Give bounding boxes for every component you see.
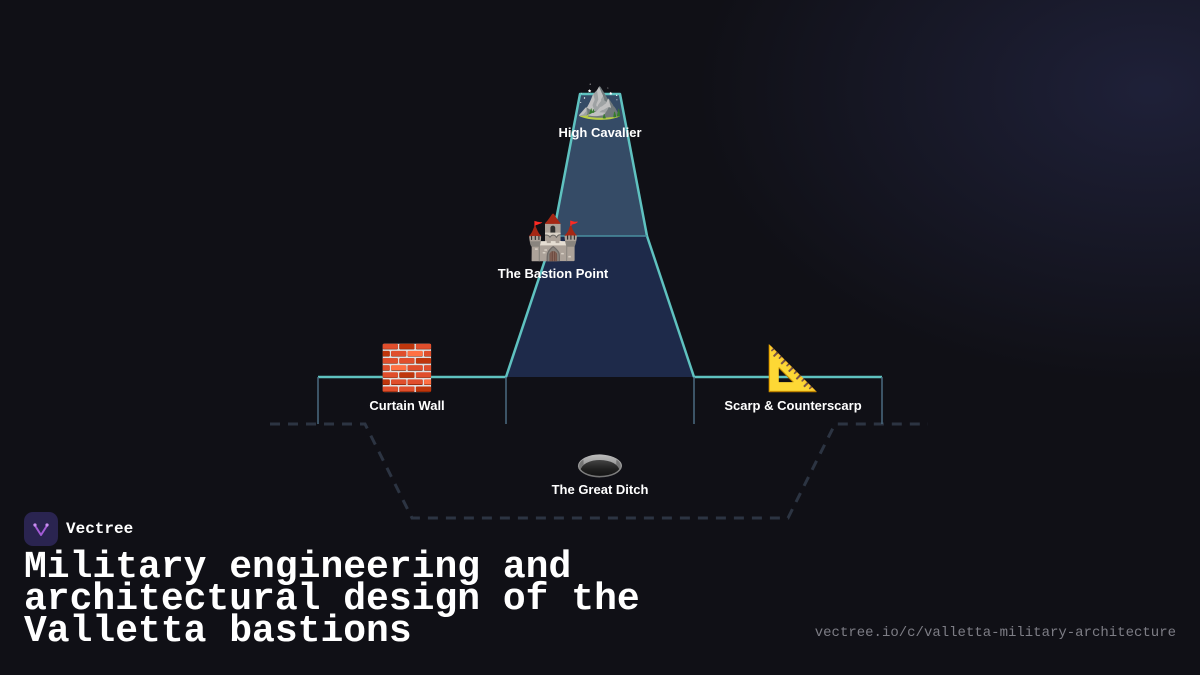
brick-icon: 🧱 [379, 343, 435, 394]
bastion-outline [318, 92, 882, 379]
bastion-lower-section [506, 236, 694, 377]
node-label-curtain-wall: Curtain Wall [369, 398, 445, 413]
source-url[interactable]: vectree.io/c/valletta-military-architect… [814, 625, 1176, 641]
node-label-high-cavalier: High Cavalier [558, 125, 642, 140]
brand-name: Vectree [66, 520, 134, 538]
vectree-logo-icon [24, 512, 58, 546]
castle-icon: 🏰 [525, 212, 581, 263]
ditch-outline [270, 422, 928, 520]
hole-icon: 🕳️ [575, 437, 625, 483]
page-title: Military engineering and architectural d… [24, 546, 640, 653]
mountain-icon: ⛰️ [576, 77, 624, 121]
brand: Vectree [24, 512, 133, 546]
node-label-great-ditch: The Great Ditch [551, 482, 649, 497]
node-label-bastion-point: The Bastion Point [497, 266, 609, 281]
cavalier-upper-section [553, 94, 647, 236]
triangular-ruler-icon: 📐 [765, 343, 821, 394]
node-label-scarp-counterscarp: Scarp & Counterscarp [724, 398, 862, 413]
